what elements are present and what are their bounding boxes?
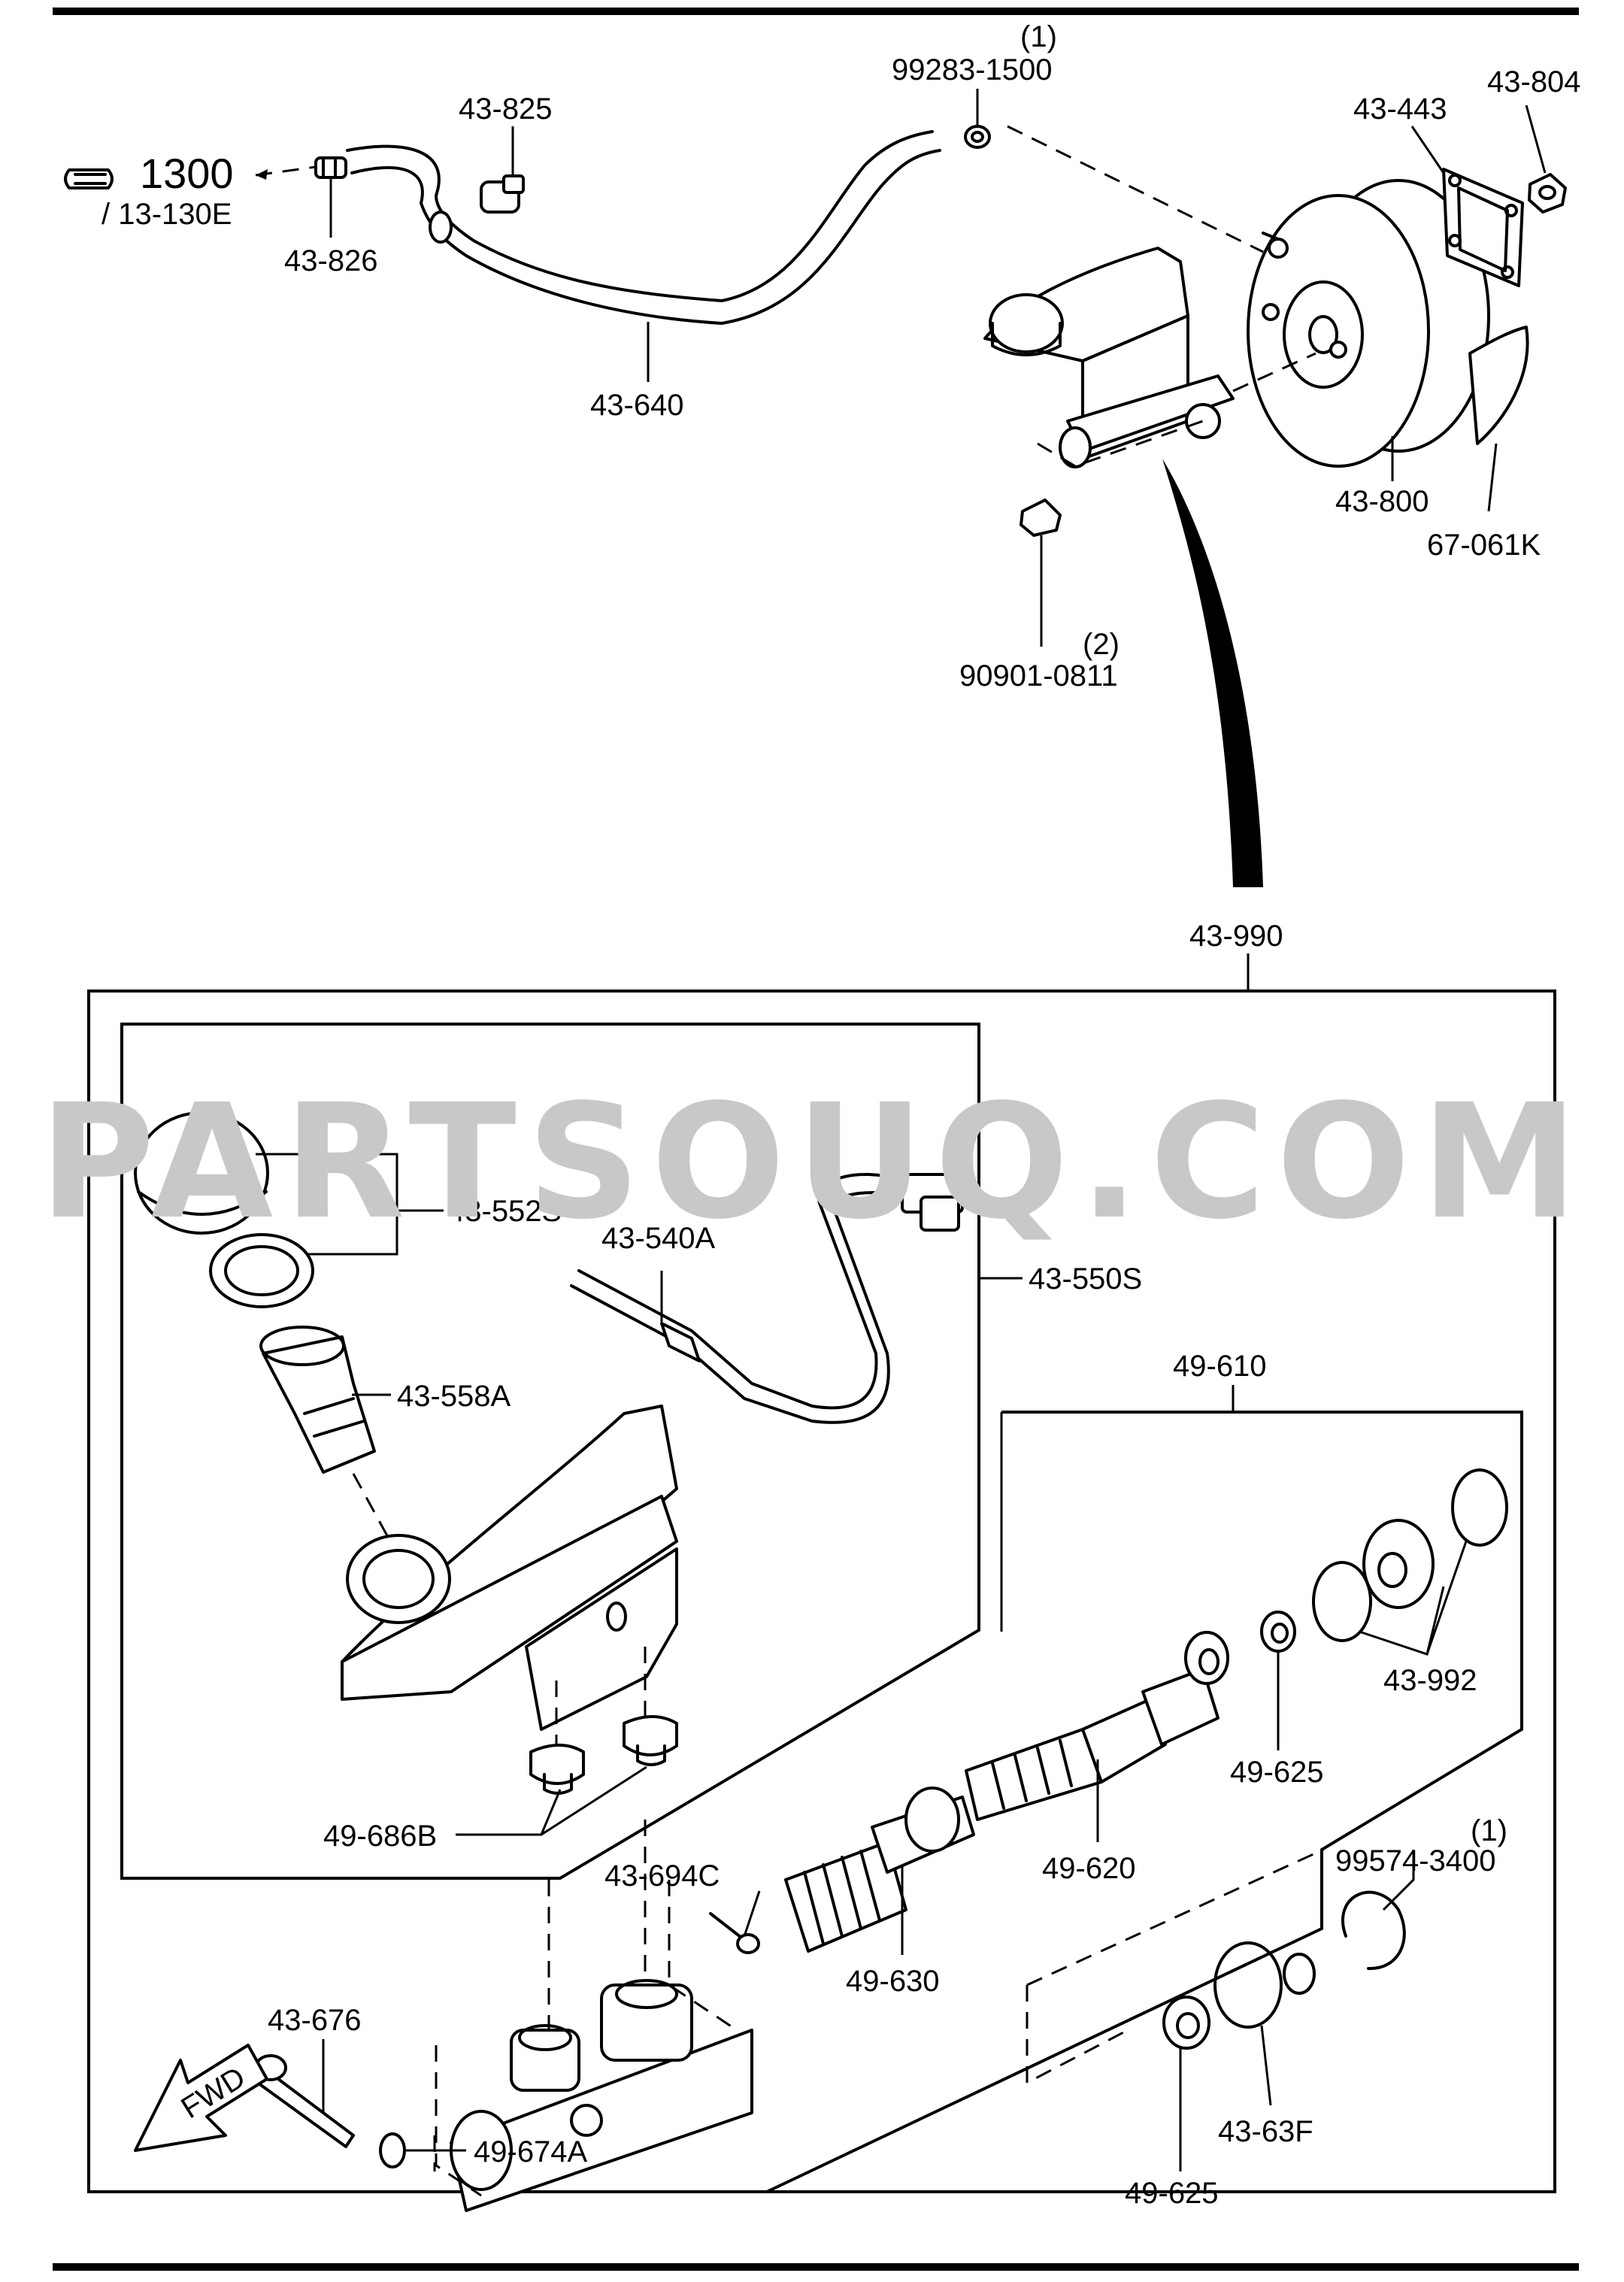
bottom-rule bbox=[53, 2263, 1579, 2271]
part-master-cylinder-body[interactable] bbox=[450, 1979, 753, 2212]
part-90901-0811-nut[interactable] bbox=[1020, 499, 1062, 537]
callout-90901-0811[interactable]: 90901-0811 bbox=[959, 659, 1118, 692]
watermark: PARTSOUQ.COM bbox=[39, 1070, 1589, 1254]
callout-67-061k[interactable]: 67-061K bbox=[1427, 529, 1541, 562]
fwd-arrow-icon: FWD bbox=[134, 2044, 268, 2152]
callout-43-443[interactable]: 43-443 bbox=[1353, 92, 1447, 126]
callout-43-63f[interactable]: 43-63F bbox=[1218, 2115, 1313, 2148]
callout-43-804[interactable]: 43-804 bbox=[1487, 65, 1581, 98]
callout-43-550s[interactable]: 43-550S bbox=[1029, 1262, 1142, 1296]
part-99574-3400-snap-ring[interactable] bbox=[1341, 1890, 1406, 1971]
callout-43-640[interactable]: 43-640 bbox=[590, 389, 684, 422]
part-43-443-gasket[interactable] bbox=[1442, 168, 1524, 287]
callout-99283-qty: (1) bbox=[1020, 20, 1057, 53]
callout-49-625-upper[interactable]: 49-625 bbox=[1230, 1756, 1324, 1789]
piston-kit-box-49-610 bbox=[766, 1411, 1523, 2193]
callout-49-674a[interactable]: 49-674A bbox=[474, 2135, 588, 2168]
reference-sub: / 13-130E bbox=[102, 198, 232, 231]
callout-90901-qty: (2) bbox=[1083, 628, 1120, 661]
callout-43-552s[interactable]: 43-552S bbox=[448, 1195, 562, 1228]
part-49-686b-grommet-1[interactable] bbox=[529, 1744, 585, 1795]
callout-99574-qty: (1) bbox=[1471, 1814, 1507, 1847]
callout-43-540a[interactable]: 43-540A bbox=[601, 1222, 716, 1255]
part-43-825-clamp[interactable] bbox=[480, 174, 525, 214]
part-reservoir-tank[interactable] bbox=[341, 1405, 678, 1731]
callout-49-610[interactable]: 49-610 bbox=[1173, 1350, 1267, 1383]
callout-43-992[interactable]: 43-992 bbox=[1383, 1664, 1477, 1697]
assembly-box-43-990 bbox=[87, 989, 1556, 2193]
part-49-686b-grommet-2[interactable] bbox=[623, 1715, 678, 1766]
callout-43-825[interactable]: 43-825 bbox=[459, 92, 553, 126]
part-43-826-fitting[interactable] bbox=[314, 156, 347, 179]
part-master-cylinder-overview[interactable] bbox=[983, 247, 1235, 468]
reservoir-box-43-550s bbox=[120, 1023, 980, 1880]
part-49-625-seal-lower[interactable] bbox=[1162, 1996, 1210, 2050]
callout-99574-3400[interactable]: 99574-3400 bbox=[1335, 1844, 1496, 1877]
callout-49-625-lower[interactable]: 49-625 bbox=[1125, 2177, 1219, 2210]
callout-43-800[interactable]: 43-800 bbox=[1335, 485, 1429, 518]
part-43-800-brake-booster[interactable] bbox=[1247, 179, 1490, 468]
callout-43-676[interactable]: 43-676 bbox=[268, 2004, 362, 2037]
part-43-552s-cap[interactable] bbox=[134, 1111, 314, 1308]
part-43-676-fitting[interactable] bbox=[254, 2054, 355, 2148]
callout-43-558a[interactable]: 43-558A bbox=[397, 1380, 511, 1413]
part-43-694c-screw[interactable] bbox=[709, 1912, 760, 1954]
part-43-992-seal-kit[interactable] bbox=[1312, 1468, 1508, 1642]
part-43-558a-strainer[interactable] bbox=[259, 1326, 376, 1474]
part-67-061k-pad[interactable] bbox=[1468, 326, 1529, 445]
part-43-804-nut[interactable] bbox=[1528, 173, 1567, 214]
part-49-620-primary-piston[interactable] bbox=[965, 1668, 1220, 1821]
part-49-674a-o-ring[interactable] bbox=[379, 2132, 406, 2168]
callout-49-620[interactable]: 49-620 bbox=[1042, 1852, 1136, 1885]
part-49-630-piston[interactable] bbox=[871, 1787, 975, 1874]
top-rule bbox=[53, 8, 1579, 15]
part-49-630-spring[interactable] bbox=[784, 1841, 907, 1953]
exploded-view-pointer bbox=[1162, 459, 1263, 887]
callout-43-826[interactable]: 43-826 bbox=[284, 244, 378, 277]
callout-99283-1500[interactable]: 99283-1500 bbox=[892, 53, 1053, 86]
pointing-hand-icon bbox=[64, 168, 114, 189]
callout-49-686b[interactable]: 49-686B bbox=[323, 1820, 437, 1853]
part-43-63f-o-ring[interactable] bbox=[1213, 1941, 1316, 2029]
part-99283-1500-clip[interactable] bbox=[964, 125, 991, 149]
callout-43-990[interactable]: 43-990 bbox=[1189, 920, 1283, 953]
callout-43-694c[interactable]: 43-694C bbox=[604, 1859, 720, 1893]
callout-49-630[interactable]: 49-630 bbox=[846, 1965, 940, 1998]
reference-page[interactable]: 1300 bbox=[140, 150, 234, 197]
part-43-640-vacuum-hose[interactable] bbox=[346, 130, 941, 325]
part-43-540a-level-sensor[interactable] bbox=[570, 1173, 964, 1424]
